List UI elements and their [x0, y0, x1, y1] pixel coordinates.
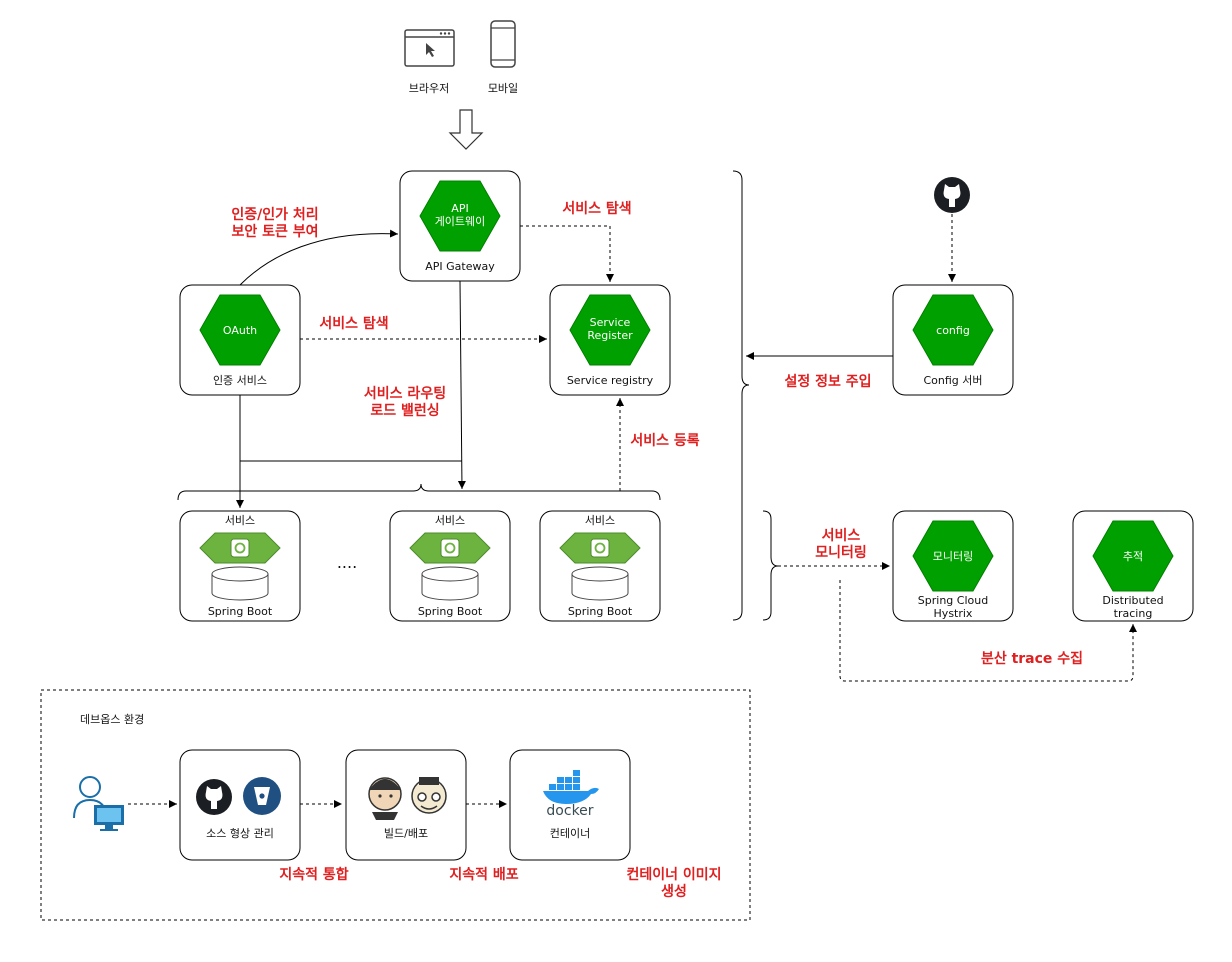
- service-1-caption: Spring Boot: [208, 605, 273, 618]
- service-box-3: 서비스 Spring Boot: [539, 510, 661, 622]
- service-box-1: 서비스 Spring Boot: [179, 510, 301, 622]
- registry-hex-icon: [569, 294, 651, 366]
- annotation-routing-line2: 로드 밸런싱: [370, 402, 439, 419]
- service-2-title: 서비스: [435, 514, 465, 527]
- tracing-hex-icon: [1092, 520, 1174, 592]
- container-caption: 컨테이너: [550, 827, 590, 840]
- service-ellipsis: ....: [337, 553, 357, 572]
- oauth-caption: 인증 서비스: [213, 374, 267, 387]
- mobile-icon: [490, 20, 516, 68]
- docker-logo-text: docker: [546, 803, 593, 819]
- annotation-routing-line1: 서비스 라우팅: [364, 385, 446, 402]
- github-icon: [196, 779, 232, 815]
- monitor-hex-label: 모니터링: [933, 550, 973, 563]
- annotation-auth-line1: 인증/인가 처리: [231, 206, 318, 223]
- annotation-container-image-line1: 컨테이너 이미지: [626, 866, 721, 883]
- gateway-caption: API Gateway: [425, 260, 495, 273]
- browser-icon: [404, 29, 455, 67]
- gateway-hex-icon: [419, 180, 501, 252]
- annotation-trace-collect: 분산 trace 수집: [981, 650, 1083, 667]
- annotation-ci: 지속적 통합: [279, 866, 348, 883]
- config-hex-label: config: [936, 324, 970, 337]
- service-box-2: 서비스 Spring Boot: [389, 510, 511, 622]
- travis-icon: [411, 777, 447, 814]
- gateway-to-registry-arrow: [520, 225, 614, 282]
- annotation-config-inject: 설정 정보 주입: [784, 373, 871, 390]
- devops-title: 데브옵스 환경: [80, 713, 144, 726]
- container-box: [509, 749, 631, 861]
- docker-icon: [543, 770, 599, 804]
- registry-hex-line2: Register: [587, 329, 633, 342]
- oauth-hex-label: OAuth: [223, 324, 257, 337]
- service-3-caption: Spring Boot: [568, 605, 633, 618]
- annotation-discovery-mid: 서비스 탐색: [319, 315, 388, 332]
- developer-icon: [73, 776, 124, 831]
- registry-hex-line1: Service: [590, 316, 631, 329]
- github-icon: [934, 177, 970, 213]
- annotation-register: 서비스 등록: [630, 433, 699, 449]
- bitbucket-icon: [243, 777, 281, 815]
- service-1-title: 서비스: [225, 514, 255, 527]
- devops-container: [40, 689, 751, 921]
- monitor-caption-line1: Spring Cloud: [918, 594, 988, 607]
- oauth-hex-icon: [199, 294, 281, 366]
- gateway-hex-line1: API: [451, 202, 468, 215]
- gateway-to-services-arrow: [457, 280, 466, 490]
- annotation-monitoring-line2: 모니터링: [815, 544, 867, 561]
- gateway-hex-line2: 게이트웨이: [435, 215, 486, 228]
- annotation-monitoring-line1: 서비스: [822, 528, 861, 544]
- browser-label: 브라우저: [409, 82, 449, 95]
- build-box: [345, 749, 467, 861]
- tracing-caption-line2: tracing: [1114, 607, 1153, 620]
- oauth-to-gateway-arrow: [239, 229, 399, 286]
- tracing-hex-label: 추적: [1123, 550, 1143, 563]
- annotation-container-image-line2: 생성: [661, 884, 687, 900]
- service-2-caption: Spring Boot: [418, 605, 483, 618]
- annotation-cd: 지속적 배포: [449, 866, 518, 883]
- services-brace: [177, 483, 661, 501]
- scm-box: [179, 749, 301, 861]
- scm-caption: 소스 형상 관리: [206, 827, 274, 840]
- registry-caption: Service registry: [567, 374, 654, 387]
- monitor-brace: [762, 510, 779, 621]
- down-arrow-icon: [448, 109, 484, 150]
- mobile-label: 모바일: [488, 81, 518, 95]
- config-hex-icon: [912, 294, 994, 366]
- trace-arrow: [839, 580, 1137, 682]
- platform-brace: [732, 170, 750, 621]
- service-3-title: 서비스: [585, 514, 615, 527]
- jenkins-icon: [368, 777, 402, 820]
- monitor-hex-icon: [912, 520, 994, 592]
- annotation-auth-line2: 보안 토큰 부여: [231, 223, 318, 240]
- build-caption: 빌드/배포: [384, 827, 428, 840]
- tracing-caption-line1: Distributed: [1102, 594, 1163, 607]
- annotation-discovery-top: 서비스 탐색: [562, 200, 631, 217]
- monitor-caption-line2: Hystrix: [934, 607, 973, 620]
- config-caption: Config 서버: [923, 374, 982, 387]
